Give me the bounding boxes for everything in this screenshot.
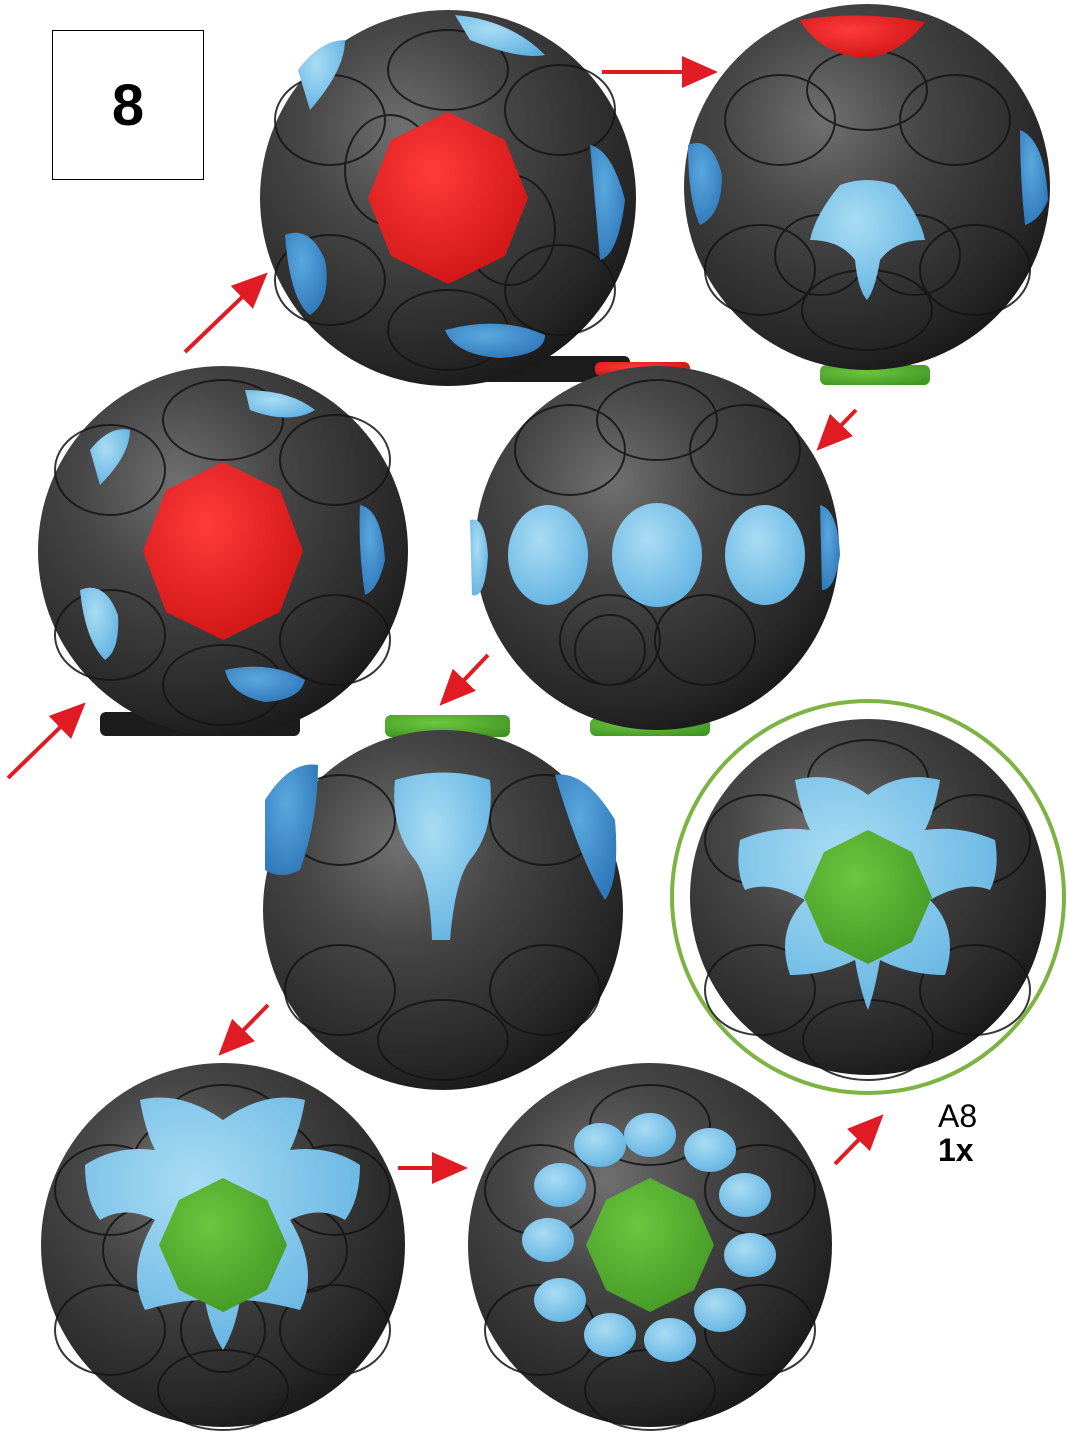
arrow-icon — [224, 1005, 268, 1050]
sphere-view-1 — [260, 10, 636, 386]
sphere-view-4 — [470, 362, 840, 736]
part-id: A8 — [938, 1100, 977, 1132]
part-label: A8 1x — [938, 1100, 977, 1166]
part-quantity: 1x — [938, 1134, 977, 1166]
arrow-icon — [835, 1120, 878, 1164]
step-number: 8 — [52, 30, 204, 180]
arrow-icon — [8, 708, 80, 778]
sphere-view-6 — [690, 719, 1046, 1080]
sphere-view-8 — [468, 1063, 832, 1430]
arrow-icon — [185, 278, 262, 352]
sphere-view-3 — [38, 366, 408, 736]
sphere-view-2 — [684, 4, 1050, 385]
sphere-view-5 — [263, 715, 623, 1090]
arrow-icon — [822, 410, 856, 445]
sphere-view-7 — [41, 1063, 405, 1430]
arrow-icon — [445, 655, 488, 700]
